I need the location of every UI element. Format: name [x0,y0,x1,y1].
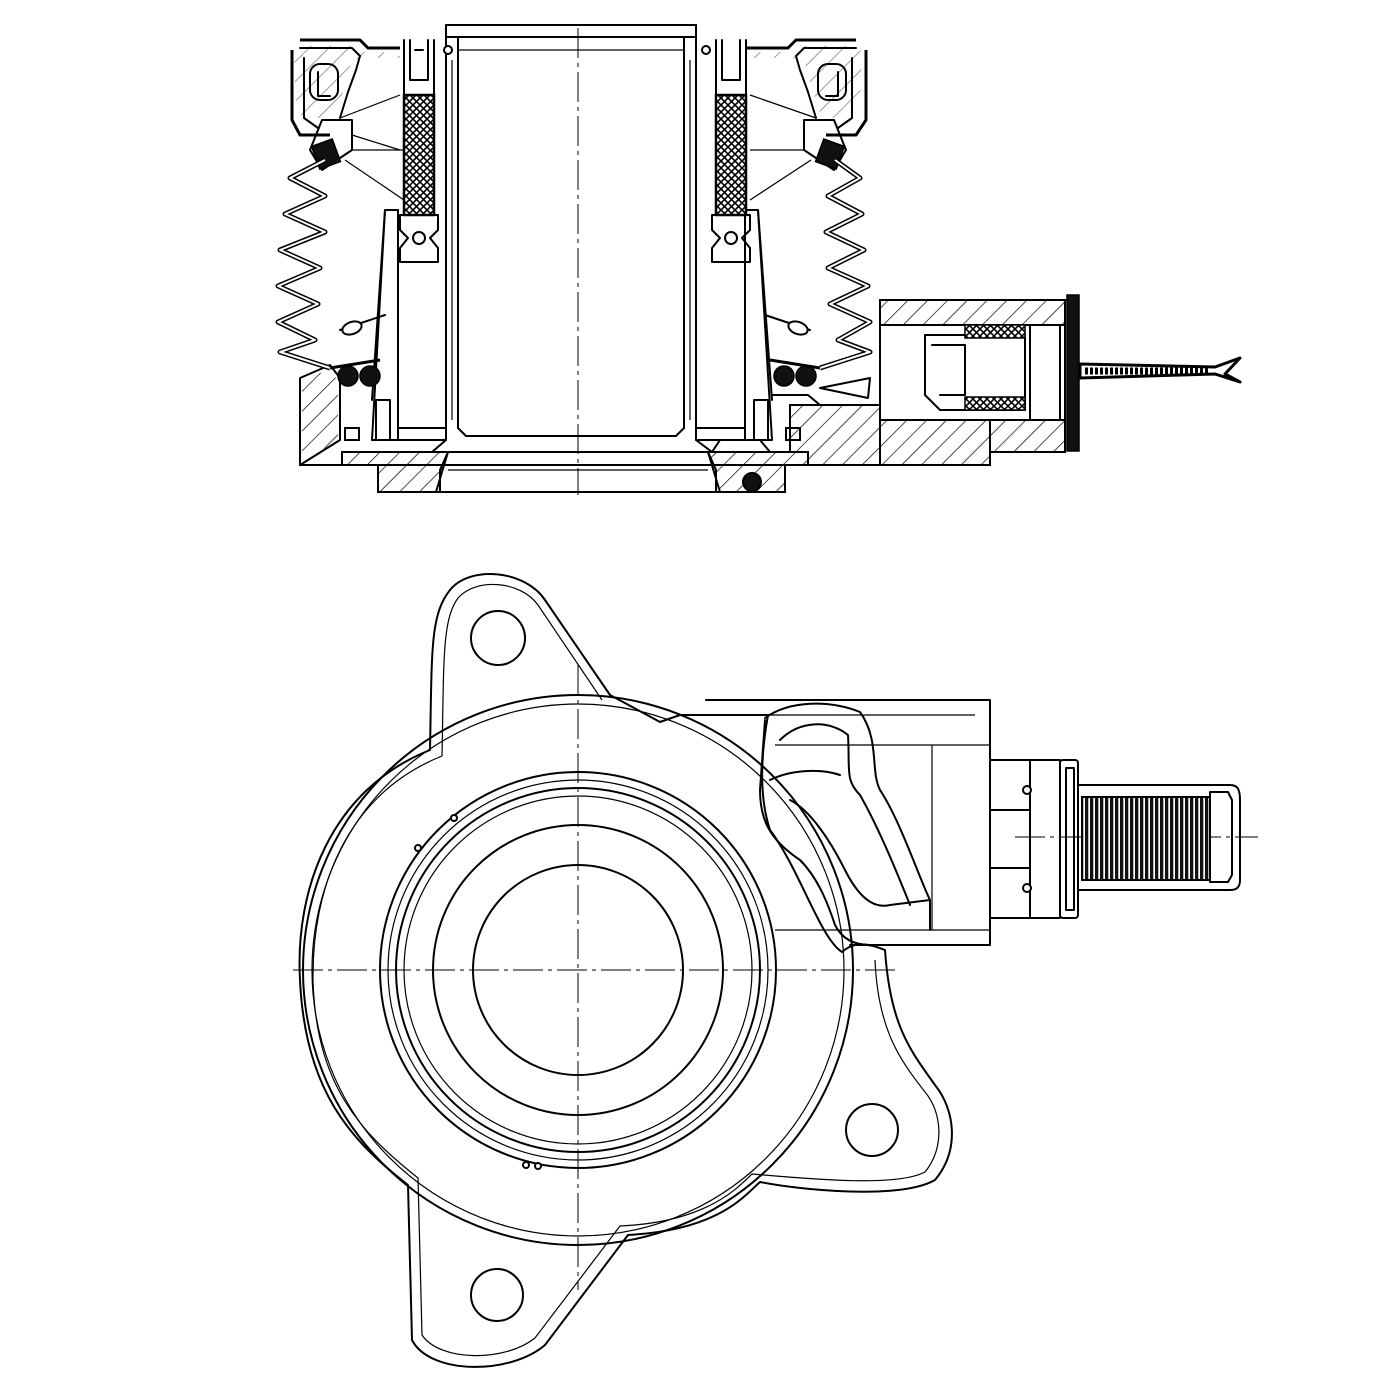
flange-housing [298,573,953,1368]
left-housing [299,209,447,466]
left-bellows-spring [275,157,386,387]
left-bearing [290,38,405,201]
right-bearing [746,38,868,201]
port-body-plan [705,699,1241,946]
plan-view [293,573,1258,1368]
right-bellows-spring [764,157,873,387]
right-seal-stack [701,39,751,263]
connection-port-section [771,294,1242,466]
base-plate [299,439,809,493]
bearing-rings [302,694,854,1246]
section-view [275,24,1242,495]
guide-tube [431,24,713,453]
left-seal-stack [399,39,453,263]
